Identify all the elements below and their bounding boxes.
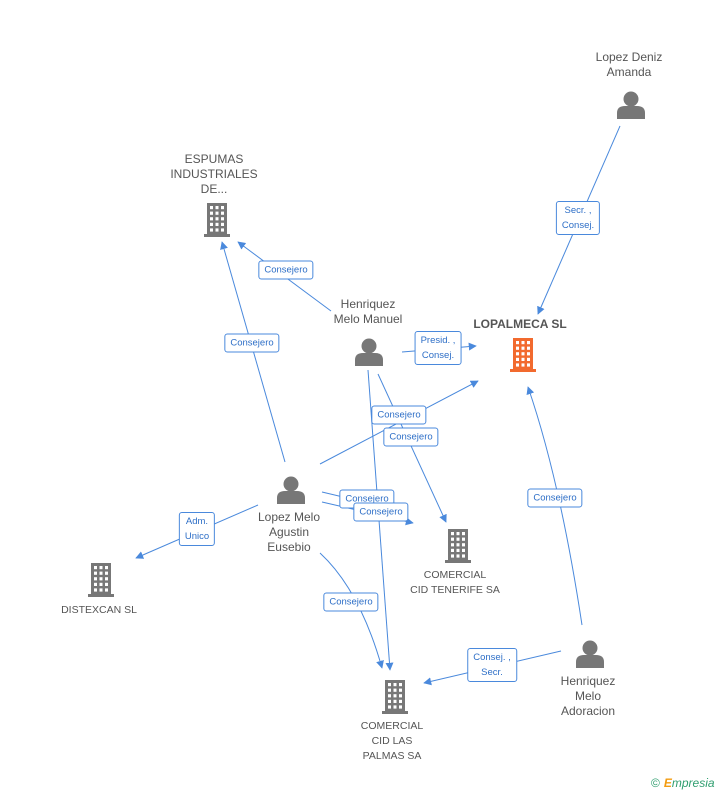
relation-badge[interactable]: Consejero <box>383 427 439 447</box>
node-label-line: Lopez Deniz <box>595 50 663 64</box>
brand-name: mpresia <box>671 776 715 790</box>
node-label-distexcan[interactable]: DISTEXCAN SL <box>61 603 137 618</box>
relation-badge[interactable]: Consejero <box>323 592 379 612</box>
node-label-line: LOPALMECA SL <box>473 317 567 331</box>
node-label-line: DE... <box>200 182 228 196</box>
person-icon[interactable] <box>576 640 604 669</box>
relation-badge-line: Unico <box>184 531 210 542</box>
brand-logo-e: E <box>663 776 672 790</box>
building-icon[interactable] <box>204 203 230 237</box>
node-label-tenerife[interactable]: COMERCIAL CID TENERIFE SA <box>410 568 500 598</box>
relation-badge-line: Consejero <box>230 337 274 349</box>
node-label-line: PALMAS SA <box>362 750 422 762</box>
node-label-line: Eusebio <box>267 540 311 554</box>
node-label-line: Melo Manuel <box>333 312 403 326</box>
node-label-line: COMERCIAL <box>360 720 424 732</box>
relation-badge-line: Consej. <box>421 350 455 361</box>
node-label-line: Amanda <box>606 65 652 79</box>
node-label-line: Adoracion <box>560 704 616 718</box>
node-label-line: CID LAS <box>371 735 413 747</box>
building-icon[interactable] <box>510 338 536 372</box>
relation-badge-line: Secr. , <box>564 205 592 216</box>
node-label-line: Lopez Melo <box>257 510 321 524</box>
node-label-line: ESPUMAS <box>184 152 244 166</box>
node-label-line: Henriquez <box>560 674 616 688</box>
building-icon[interactable] <box>445 529 471 563</box>
person-icon[interactable] <box>277 476 305 505</box>
relation-badge-line: Consejero <box>345 493 389 505</box>
building-icon[interactable] <box>382 680 408 714</box>
relation-badge[interactable]: Consejero <box>527 488 583 508</box>
relation-badge[interactable]: Consejero <box>371 405 427 425</box>
relation-badge-line: Adm. <box>185 516 209 527</box>
copyright-symbol: © <box>651 776 660 790</box>
relation-badge[interactable]: Consejero <box>258 260 314 280</box>
relation-badge[interactable]: Secr. , Consej. <box>555 201 601 235</box>
empresia-brand[interactable]: ©Empresia <box>651 776 715 790</box>
person-icon[interactable] <box>617 91 645 120</box>
relation-badge[interactable]: Adm. Unico <box>178 512 216 546</box>
relation-badge-line: Consejero <box>389 431 433 443</box>
relation-badge-line: Consejero <box>359 506 403 518</box>
node-label-line: COMERCIAL <box>423 569 487 581</box>
relation-badge-line: Consejero <box>329 596 373 608</box>
relation-badge-line: Consej. , <box>473 652 511 663</box>
relation-badge[interactable]: Presid. , Consej. <box>414 331 462 365</box>
node-label-line: Melo <box>574 689 602 703</box>
person-icon[interactable] <box>355 338 383 367</box>
relation-badge-line: Consejero <box>264 264 308 276</box>
node-label-line: Henriquez <box>340 297 396 311</box>
relation-badge-line: Secr. <box>481 667 503 678</box>
node-label-line: CID TENERIFE SA <box>410 584 500 596</box>
relation-badge-line: Consej. <box>561 220 595 231</box>
relation-badge[interactable]: Consej. , Secr. <box>467 648 517 682</box>
building-icon[interactable] <box>88 563 114 597</box>
edge-e4 <box>220 241 286 463</box>
relation-badge-line: Consejero <box>533 492 577 504</box>
node-label-line: INDUSTRIALES <box>170 167 258 181</box>
relation-badge-line: Consejero <box>377 409 421 421</box>
node-label-line: Agustin <box>268 525 310 539</box>
node-label-las-palmas[interactable]: COMERCIAL CID LAS PALMAS SA <box>361 719 423 764</box>
node-label-line: DISTEXCAN SL <box>61 604 137 616</box>
relation-badge-line: Presid. , <box>420 335 456 346</box>
relation-badge[interactable]: Consejero <box>353 502 409 522</box>
relation-badge[interactable]: Consejero <box>224 333 280 353</box>
node-label-lopalmeca[interactable]: LOPALMECA SL <box>473 317 566 332</box>
edge-e6 <box>377 373 447 523</box>
